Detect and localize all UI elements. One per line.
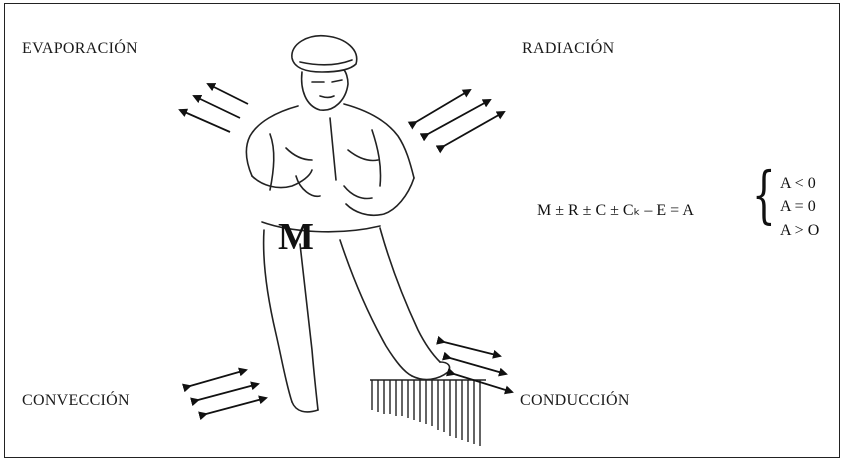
convection-arrows-icon	[190, 370, 266, 414]
radiation-arrows-icon	[416, 90, 504, 146]
heat-balance-equation: M ± R ± C ± Cₖ – E = A	[537, 200, 694, 220]
evaporation-arrows-icon	[180, 84, 248, 132]
conduction-label: CONDUCCIÓN	[520, 392, 630, 410]
condition-zero: A = 0	[780, 198, 816, 216]
metabolism-label: M	[278, 215, 314, 259]
worker-figure-icon	[246, 36, 449, 412]
conduction-arrows-icon	[444, 342, 512, 392]
condition-negative: A < 0	[780, 175, 816, 193]
brace-symbol: {	[752, 164, 776, 226]
radiation-label: RADIACIÓN	[522, 40, 614, 58]
condition-positive: A > O	[780, 222, 819, 240]
evaporation-label: EVAPORACIÓN	[22, 40, 138, 58]
convection-label: CONVECCIÓN	[22, 392, 130, 410]
ground-hatch-icon	[370, 380, 486, 446]
